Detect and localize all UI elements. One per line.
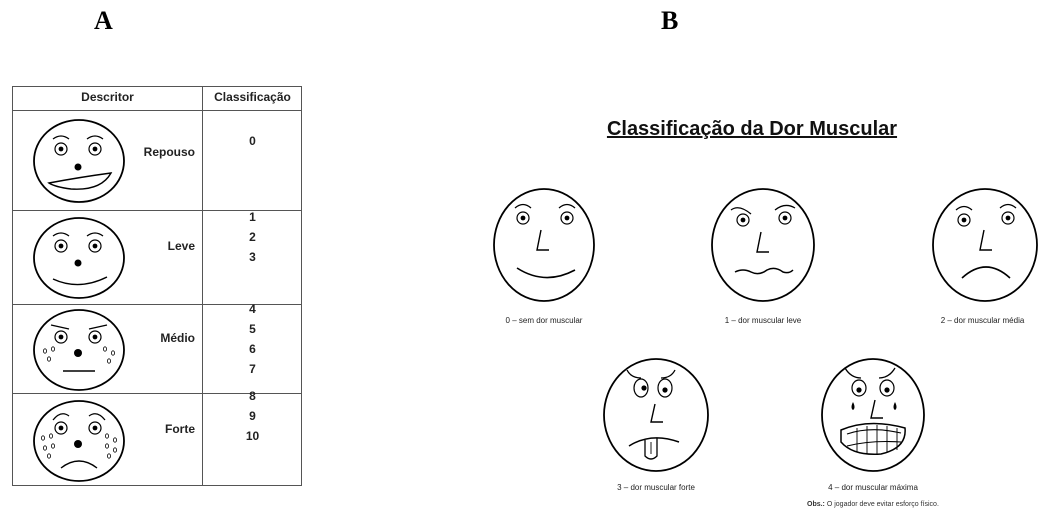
header-classification: Classificação (214, 90, 291, 104)
table-row-leve: Leve 1 2 3 (13, 210, 303, 304)
header-divider (13, 110, 301, 111)
face-maximum-pain-icon (821, 358, 925, 472)
row-values: 1 2 3 (202, 207, 303, 267)
face-strong-icon (33, 400, 125, 482)
observation-note: Obs.: O jogador deve evitar esforço físi… (807, 501, 939, 508)
value-cell: 4 (249, 302, 256, 316)
column-divider (202, 87, 203, 485)
face-moderate-icon (33, 309, 125, 391)
face-rest-icon (33, 119, 125, 203)
face-caption: 2 – dor muscular média (940, 316, 1025, 325)
face-caption: 4 – dor muscular máxima (828, 483, 918, 492)
value-cell: 1 (249, 210, 256, 224)
value-cell: 3 (249, 250, 256, 264)
value-cell: 0 (249, 134, 256, 148)
face-caption: 3 – dor muscular forte (617, 483, 695, 492)
row-values: 4 5 6 7 (202, 299, 303, 379)
row-divider (13, 393, 301, 394)
row-divider (13, 210, 301, 211)
value-cell: 10 (245, 429, 260, 443)
face-caption: 1 – dor muscular leve (724, 316, 802, 325)
value-cell: 5 (249, 322, 256, 336)
face-mild-pain-icon (711, 188, 815, 302)
row-values: 0 (202, 131, 303, 151)
face-strong-pain-icon (603, 358, 709, 472)
face-moderate-pain-icon (932, 188, 1038, 302)
face-no-pain-icon (493, 188, 595, 302)
face-caption: 0 – sem dor muscular (505, 316, 583, 325)
note-text: O jogador deve evitar esforço físico. (826, 501, 939, 508)
row-label: Repouso (143, 145, 195, 159)
row-divider (13, 304, 301, 305)
table-row-repouso: Repouso 0 (13, 111, 303, 210)
table-row-forte: Forte 8 9 10 (13, 389, 303, 486)
value-cell: 2 (249, 230, 256, 244)
note-label: Obs.: (807, 501, 825, 508)
value-cell: 7 (249, 362, 256, 376)
face-mild-icon (33, 217, 125, 299)
row-values: 8 9 10 (202, 386, 303, 446)
row-label: Médio (160, 331, 195, 345)
panel-b-title: Classificação da Dor Muscular (606, 118, 898, 140)
panel-b-letter: B (661, 6, 679, 35)
value-cell: 9 (249, 409, 256, 423)
row-label: Leve (167, 239, 195, 253)
pain-descriptor-table: Descritor Classificação Repouso 0 (12, 86, 302, 486)
value-cell: 8 (249, 389, 256, 403)
value-cell: 6 (249, 342, 256, 356)
panel-a-letter: A (94, 6, 113, 35)
row-label: Forte (165, 422, 195, 436)
table-row-medio: Médio 4 5 6 7 (13, 302, 303, 393)
header-descriptor: Descritor (81, 90, 134, 104)
